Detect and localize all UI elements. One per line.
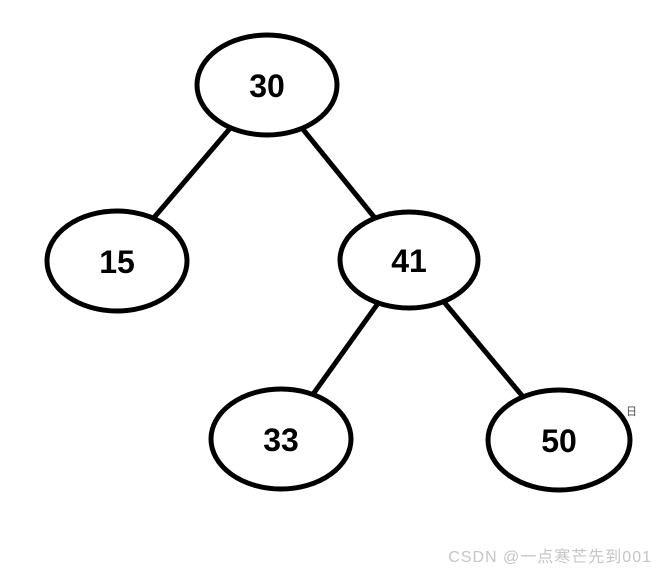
missing-glyph-artifact: 日 (626, 405, 637, 418)
tree-node-15 (44, 208, 190, 314)
tree-node-label-50: 50 (541, 423, 577, 459)
tree-node-label-33: 33 (263, 422, 299, 458)
tree-node-30 (194, 32, 340, 138)
tree-node-41 (337, 209, 481, 311)
tree-node-label-15: 15 (99, 244, 135, 280)
tree-node-33 (208, 386, 354, 492)
tree-node-label-30: 30 (249, 68, 285, 104)
csdn-watermark: CSDN @一点寒芒先到001 (448, 549, 652, 566)
tree-node-50 (485, 387, 633, 493)
tree-node-label-41: 41 (391, 243, 427, 279)
